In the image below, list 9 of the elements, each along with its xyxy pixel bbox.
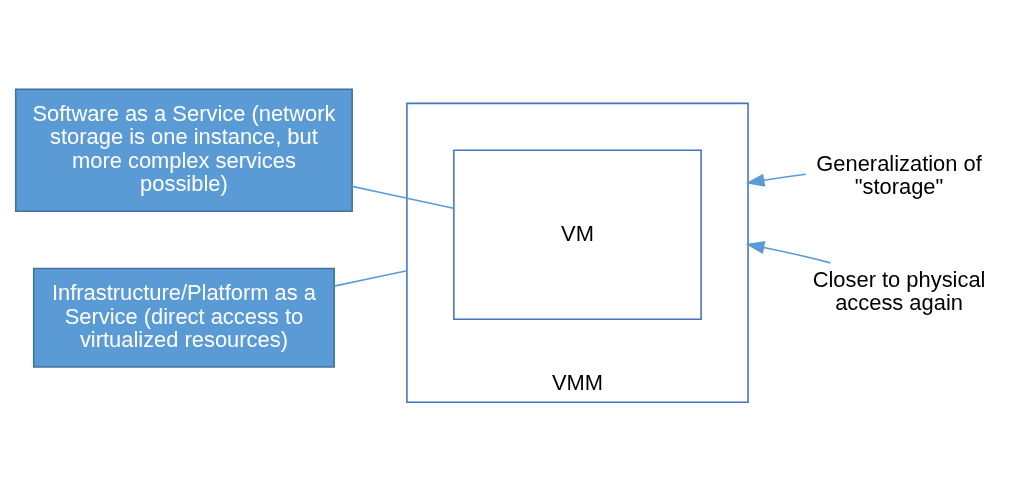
node-box: Software as a Service (network storage is one instance, but more complex services possible) bbox=[14, 88, 353, 213]
node-text: Closer to physical access again bbox=[812, 266, 986, 316]
connector bbox=[351, 185, 455, 210]
node-text: Generalization of "storage" bbox=[816, 150, 982, 200]
arrow bbox=[745, 241, 832, 264]
arrow bbox=[745, 173, 807, 187]
node-box: Infrastructure/Platform as a Service (direct access to virtualized resources) bbox=[32, 267, 335, 368]
node-box: VM bbox=[453, 149, 702, 321]
connector bbox=[333, 269, 408, 287]
